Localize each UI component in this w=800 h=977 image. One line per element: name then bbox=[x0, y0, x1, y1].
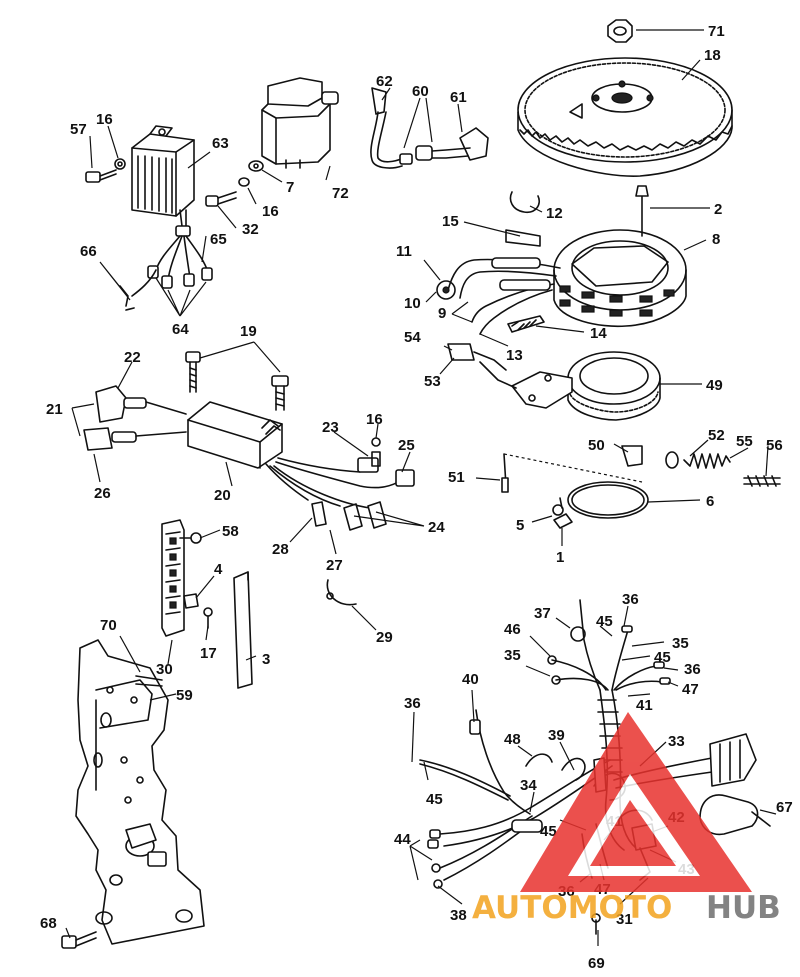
callout-67: 67 bbox=[776, 799, 793, 816]
watermark-text-hub: HUB bbox=[706, 890, 781, 926]
callout-13: 13 bbox=[506, 347, 523, 364]
callout-51: 51 bbox=[448, 469, 465, 486]
callout-62: 62 bbox=[376, 73, 393, 90]
callout-59: 59 bbox=[176, 687, 193, 704]
callout-7: 7 bbox=[286, 179, 294, 196]
callout-35: 35 bbox=[504, 647, 521, 664]
watermark-text-automoto: AUTOMOTO bbox=[472, 890, 672, 926]
callout-47: 47 bbox=[682, 681, 699, 698]
callout-27: 27 bbox=[326, 557, 343, 574]
callout-6: 6 bbox=[706, 493, 714, 510]
callout-72: 72 bbox=[332, 185, 349, 202]
callout-39: 39 bbox=[548, 727, 565, 744]
callout-19: 19 bbox=[240, 323, 257, 340]
callout-16: 16 bbox=[96, 111, 113, 128]
callout-30: 30 bbox=[156, 661, 173, 678]
callout-53: 53 bbox=[424, 373, 441, 390]
wiring-harness-part bbox=[419, 599, 771, 935]
callout-12: 12 bbox=[546, 205, 563, 222]
callout-33: 33 bbox=[668, 733, 685, 750]
callout-49: 49 bbox=[706, 377, 723, 394]
callout-15: 15 bbox=[442, 213, 459, 230]
callout-17: 17 bbox=[200, 645, 217, 662]
callout-56: 56 bbox=[766, 437, 783, 454]
flywheel-part bbox=[517, 19, 733, 177]
callout-57: 57 bbox=[70, 121, 87, 138]
rectifier-part bbox=[131, 125, 195, 227]
callout-24: 24 bbox=[428, 519, 445, 536]
terminal-block-part bbox=[161, 519, 253, 689]
callout-16: 16 bbox=[366, 411, 383, 428]
callout-63: 63 bbox=[212, 135, 229, 152]
callout-5: 5 bbox=[516, 517, 524, 534]
callout-20: 20 bbox=[214, 487, 231, 504]
callout-40: 40 bbox=[462, 671, 479, 688]
callout-25: 25 bbox=[398, 437, 415, 454]
callout-9: 9 bbox=[438, 305, 446, 322]
stator-part bbox=[553, 229, 687, 328]
callout-14: 14 bbox=[590, 325, 607, 342]
rectifier-screw-part bbox=[85, 158, 264, 207]
spark-plug-leads-part bbox=[370, 87, 489, 169]
mounting-plate-part bbox=[61, 639, 205, 949]
callout-71: 71 bbox=[708, 23, 725, 40]
callout-18: 18 bbox=[704, 47, 721, 64]
callout-8: 8 bbox=[712, 231, 720, 248]
callout-52: 52 bbox=[708, 427, 725, 444]
callout-37: 37 bbox=[534, 605, 551, 622]
callout-44: 44 bbox=[394, 831, 411, 848]
callout-45: 45 bbox=[654, 649, 671, 666]
callout-45: 45 bbox=[426, 791, 443, 808]
rectifier-harness-part bbox=[119, 225, 213, 311]
callout-labels: 71 18 62 60 61 16 57 63 7 72 16 32 65 66… bbox=[40, 23, 793, 972]
callout-1: 1 bbox=[556, 549, 564, 566]
callout-28: 28 bbox=[272, 541, 289, 558]
callout-65: 65 bbox=[210, 231, 227, 248]
callout-2: 2 bbox=[714, 201, 722, 218]
callout-66: 66 bbox=[80, 243, 97, 260]
callout-60: 60 bbox=[412, 83, 429, 100]
power-pack-part bbox=[185, 351, 289, 469]
callout-46: 46 bbox=[504, 621, 521, 638]
callout-36: 36 bbox=[684, 661, 701, 678]
callout-36: 36 bbox=[622, 591, 639, 608]
timer-linkage-part bbox=[501, 445, 781, 529]
callout-61: 61 bbox=[450, 89, 467, 106]
timer-base-part bbox=[447, 343, 661, 421]
callout-23: 23 bbox=[322, 419, 339, 436]
callout-3: 3 bbox=[262, 651, 270, 668]
callout-45: 45 bbox=[540, 823, 557, 840]
callout-26: 26 bbox=[94, 485, 111, 502]
watermark-triangle-center bbox=[590, 800, 676, 866]
callout-38: 38 bbox=[450, 907, 467, 924]
callout-29: 29 bbox=[376, 629, 393, 646]
callout-32: 32 bbox=[242, 221, 259, 238]
callout-69: 69 bbox=[588, 955, 605, 972]
callout-41: 41 bbox=[636, 697, 653, 714]
callout-54: 54 bbox=[404, 329, 421, 346]
callout-11: 11 bbox=[396, 243, 412, 260]
callout-16: 16 bbox=[262, 203, 279, 220]
callout-68: 68 bbox=[40, 915, 57, 932]
watermark-logo: AUTOMOTO HUB bbox=[472, 712, 781, 926]
stator-leads-part bbox=[436, 185, 649, 335]
callout-21: 21 bbox=[46, 401, 63, 418]
callout-45: 45 bbox=[596, 613, 613, 630]
callout-31: 31 bbox=[616, 911, 633, 928]
callout-50: 50 bbox=[588, 437, 605, 454]
callout-10: 10 bbox=[404, 295, 421, 312]
callout-36: 36 bbox=[404, 695, 421, 712]
callout-48: 48 bbox=[504, 731, 521, 748]
callout-22: 22 bbox=[124, 349, 141, 366]
callout-35: 35 bbox=[672, 635, 689, 652]
callout-4: 4 bbox=[214, 561, 223, 578]
callout-64: 64 bbox=[172, 321, 189, 338]
power-pack-leads-part bbox=[83, 385, 415, 606]
callout-55: 55 bbox=[736, 433, 753, 450]
callout-70: 70 bbox=[100, 617, 117, 634]
callout-34: 34 bbox=[520, 777, 537, 794]
callout-58: 58 bbox=[222, 523, 239, 540]
ignition-coil-part bbox=[261, 77, 339, 169]
